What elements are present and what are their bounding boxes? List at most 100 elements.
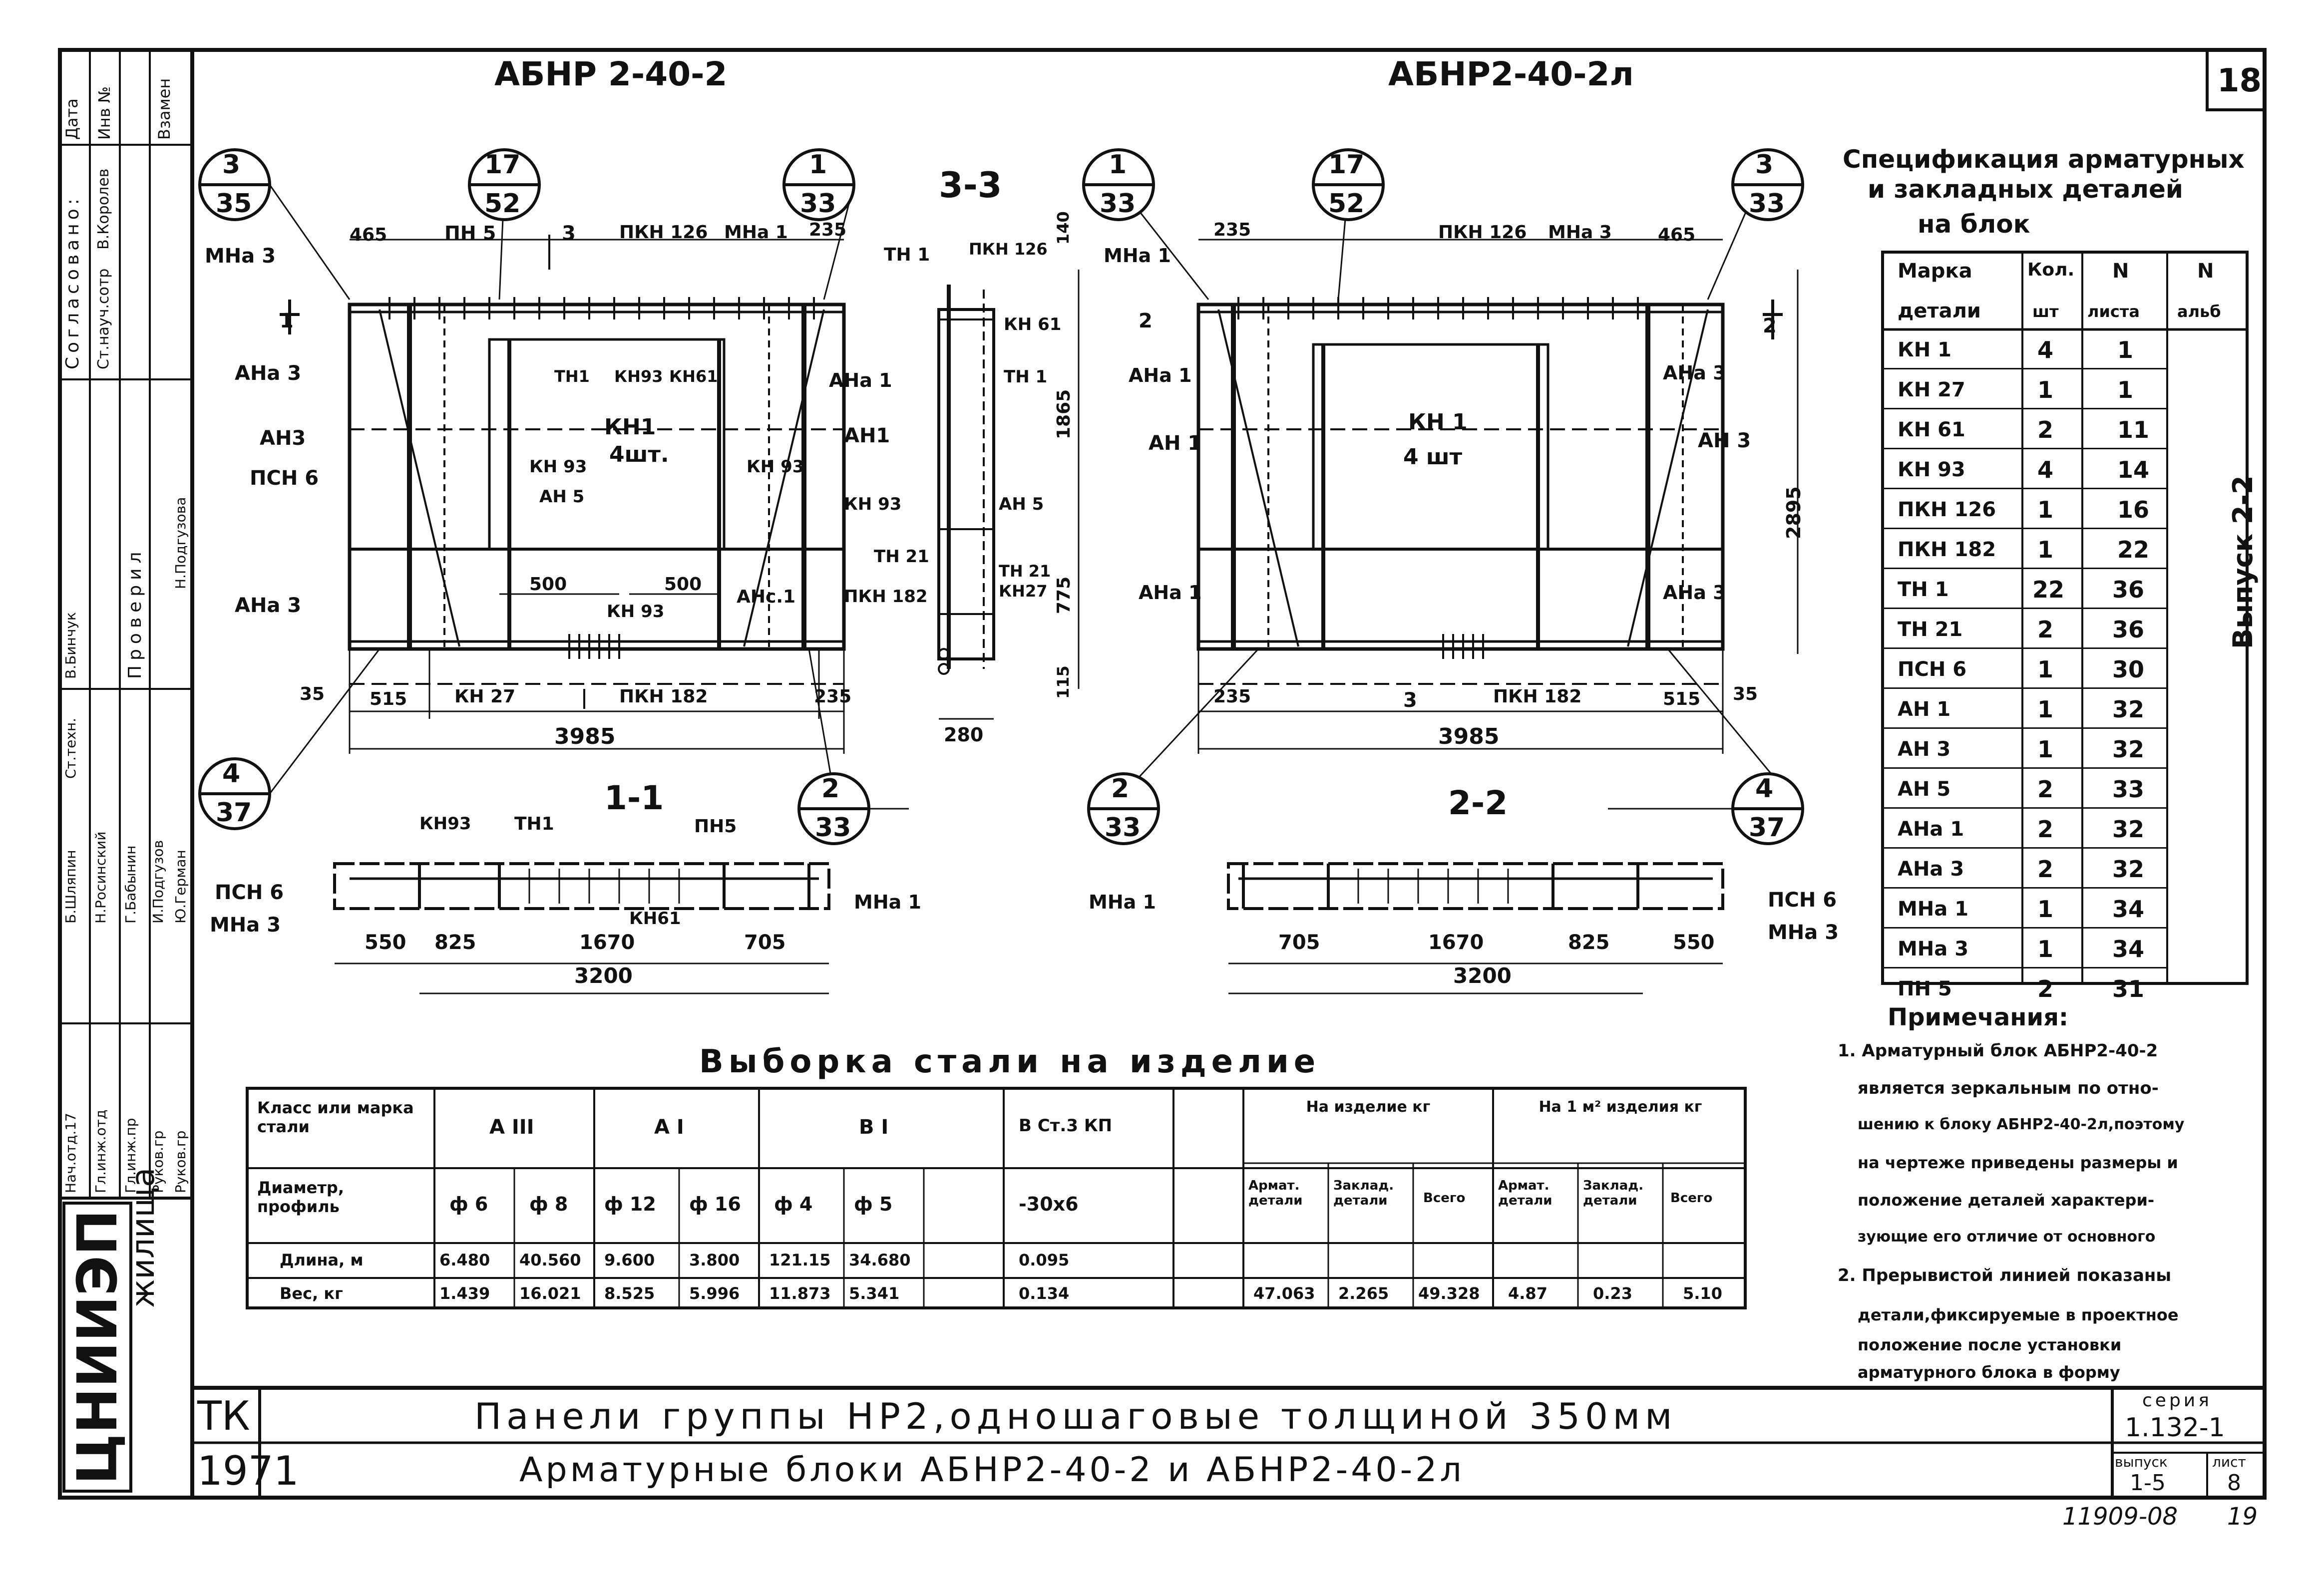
r-label-kn1: КН 1	[1408, 409, 1468, 435]
dim-3985: 3985	[554, 724, 616, 749]
label-kn93-c: КН 93	[747, 457, 804, 477]
s33-dim-1865: 1865	[1054, 389, 1074, 439]
title-block-grid	[192, 1386, 2265, 1498]
spec-row: КН 93 4 14	[1883, 449, 2167, 489]
stamp-name: Г.Бабынин	[122, 845, 139, 924]
label-mna1: МНа 1	[724, 222, 788, 243]
spec-sheet: 36	[2112, 576, 2145, 603]
steel-table-grid	[246, 1087, 1747, 1309]
spec-mark: АНа 3	[1898, 858, 1964, 881]
callout-6-bottom: 33	[1749, 189, 1785, 219]
s11-dim-705: 705	[744, 931, 786, 954]
callout-2-bottom: 52	[484, 189, 521, 219]
section-11-title: 1-1	[604, 779, 664, 817]
stamp-name: Б.Шляпин	[62, 850, 79, 924]
steel-diam: ф 12	[604, 1193, 656, 1215]
s33-tn21a: ТН 21	[874, 547, 929, 567]
steel-rowhdr-diam: Диаметр, профиль	[257, 1178, 344, 1216]
spec-mark: ПН 5	[1898, 977, 1952, 1000]
label-an5: АН 5	[539, 487, 585, 507]
spec-h2-b: шт	[2032, 302, 2059, 321]
r-label-mark12: 2	[1139, 310, 1153, 332]
spec-title-2: и закладных деталей	[1868, 175, 2183, 204]
s22-mna1: МНа 1	[1089, 891, 1156, 913]
dim-515: 515	[370, 689, 407, 709]
note-line: детали,фиксируемые в проектное	[1858, 1305, 2179, 1324]
label-psn6: ПСН 6	[250, 467, 319, 490]
steel-total: 2.265	[1338, 1284, 1389, 1303]
s22-dim-825: 825	[1568, 931, 1610, 954]
steel-total: 5.10	[1683, 1284, 1722, 1303]
s33-dim-115: 115	[1054, 665, 1073, 699]
steel-total: 0.23	[1593, 1284, 1632, 1303]
r-label-mna3: МНа 3	[1548, 222, 1612, 243]
spec-row: ТН 21 2 36	[1883, 609, 2167, 649]
steel-sub: Армат. детали	[1498, 1178, 1552, 1208]
steel-diam: ф 16	[689, 1193, 741, 1215]
spec-qty: 1	[2037, 376, 2054, 403]
spec-sheet: 33	[2112, 776, 2145, 803]
s33-dim-775: 775	[1054, 576, 1074, 614]
steel-class-a1: А I	[654, 1116, 684, 1139]
steel-rowhdr-weight: Вес, кг	[280, 1284, 343, 1303]
steel-sub: Армат. детали	[1248, 1178, 1303, 1208]
spec-sheet: 1	[2117, 376, 2134, 403]
steel-diam: -30х6	[1019, 1193, 1079, 1215]
steel-len: 3.800	[689, 1251, 740, 1269]
label-qty: 4шт.	[609, 442, 669, 467]
label-kn93-b: КН 93	[529, 457, 587, 477]
r-label-an1: АН 1	[1149, 432, 1202, 455]
note-line: положение после установки	[1858, 1335, 2122, 1354]
r-dim-465: 465	[1658, 225, 1696, 245]
bottom-page: 19	[2227, 1503, 2258, 1531]
spec-h3-b: листа	[2087, 302, 2140, 321]
spec-qty: 4	[2037, 456, 2054, 483]
s11-tn1: ТН1	[514, 814, 554, 834]
spec-row: АНа 1 2 32	[1883, 809, 2167, 849]
s33-kn61: КН 61	[1004, 315, 1062, 334]
spec-h2-a: Кол.	[2027, 260, 2075, 280]
spec-mark: ПСН 6	[1898, 658, 1967, 681]
spec-mark: ПКН 126	[1898, 498, 1996, 521]
steel-diam: ф 4	[774, 1193, 813, 1215]
callout-1-top: 3	[222, 150, 241, 180]
callout-9-top: 2	[1111, 774, 1130, 804]
steel-weight: 5.996	[689, 1284, 740, 1303]
tk-label: ТК	[197, 1393, 250, 1439]
title-line-2: Арматурные блоки АБНР2-40-2 и АБНР2-40-2…	[519, 1450, 1465, 1490]
r-dim-235-b: 235	[1213, 686, 1251, 707]
r-dim-2895: 2895	[1783, 486, 1805, 539]
steel-weight: 1.439	[439, 1284, 490, 1303]
callout-8-top: 2	[821, 774, 840, 804]
r-label-an3: АН 3	[1698, 429, 1751, 452]
s22-dim-705: 705	[1278, 931, 1320, 954]
s11-mna3: МНа 3	[210, 914, 281, 937]
spec-row: ПКН 126 1 16	[1883, 489, 2167, 529]
label-an1: АН1	[844, 424, 890, 447]
steel-diam: ф 5	[854, 1193, 893, 1215]
spec-mark: ПКН 182	[1898, 538, 1996, 561]
label-kn27: КН 27	[454, 686, 516, 707]
sheet-label: лист	[2212, 1454, 2246, 1470]
steel-len: 34.680	[849, 1251, 911, 1269]
stamp-agreed: Согласовано:	[62, 195, 83, 369]
s33-an5: АН 5	[999, 494, 1044, 514]
spec-title-1: Спецификация арматурных	[1843, 145, 2245, 174]
spec-mark: КН 61	[1898, 418, 1965, 441]
spec-mark: МНа 1	[1898, 898, 1969, 921]
section-11-drawing	[333, 862, 830, 994]
s11-kn61: КН61	[629, 909, 681, 929]
s33-pkn182: ПКН 182	[844, 587, 928, 607]
steel-diam: ф 6	[449, 1193, 488, 1215]
bottom-number: 11909-08	[2062, 1503, 2178, 1531]
spec-qty: 2	[2037, 616, 2054, 643]
spec-row: КН 61 2 11	[1883, 409, 2167, 449]
r-label-qty: 4 шт	[1403, 444, 1463, 470]
spec-row: ПКН 182 1 22	[1883, 529, 2167, 569]
spec-qty: 2	[2037, 776, 2054, 803]
spec-sheet: 14	[2117, 456, 2150, 483]
steel-len: 40.560	[519, 1251, 581, 1269]
stamp-name: И.Подгузов	[150, 840, 166, 924]
label-mark11: 1	[280, 310, 294, 332]
